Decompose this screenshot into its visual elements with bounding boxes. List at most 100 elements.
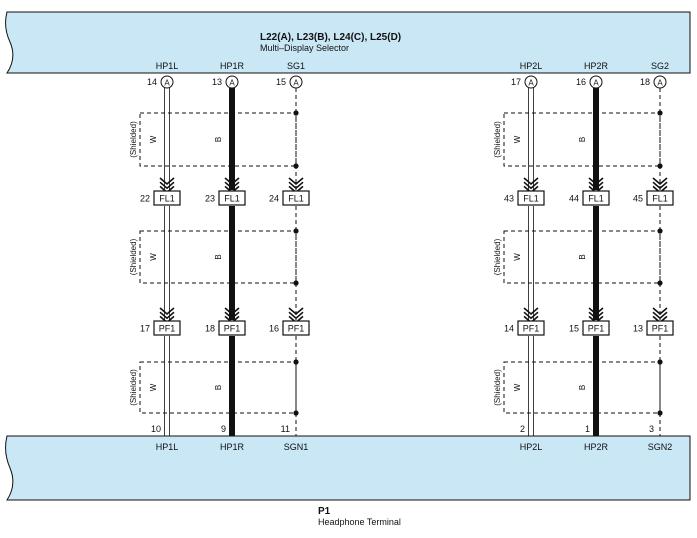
wire-color-label: W xyxy=(513,383,522,391)
bottom-component-box xyxy=(5,435,691,501)
splice-dot xyxy=(657,163,663,169)
bottom-terminal-name: HP1L xyxy=(156,442,179,452)
connector-box xyxy=(582,320,610,336)
bottom-pin-number: 10 xyxy=(151,424,161,434)
pf-connector-label: PF1 xyxy=(224,324,241,334)
chevron-icon xyxy=(288,181,304,190)
chevron-icon xyxy=(159,181,175,190)
shield-box xyxy=(503,361,661,414)
top-terminal-name: HP1L xyxy=(156,61,179,71)
top-component-box xyxy=(5,11,691,74)
pf-pin-number: 15 xyxy=(569,324,579,334)
chevron-icon xyxy=(288,177,304,186)
pf-pin-number: 17 xyxy=(140,324,150,334)
splice-dot xyxy=(293,163,299,169)
connector-box xyxy=(218,320,246,336)
wire-color-label: B xyxy=(578,254,587,259)
chevron-icon xyxy=(523,177,539,186)
connector-box xyxy=(582,190,610,206)
bottom-terminal-name: HP2R xyxy=(584,442,609,452)
chevron-icon xyxy=(288,307,304,316)
wire-color-label: B xyxy=(214,254,223,259)
connector-box xyxy=(646,320,674,336)
top-pin-number: 16 xyxy=(576,77,586,87)
chevron-icon xyxy=(588,307,604,316)
top-terminal-name: HP2R xyxy=(584,61,609,71)
pf-connector-label: PF1 xyxy=(652,324,669,334)
wire-color-label: W xyxy=(513,135,522,143)
splice-dot xyxy=(657,280,663,286)
bottom-terminal-name: HP1R xyxy=(220,442,245,452)
fl-pin-number: 44 xyxy=(569,194,579,204)
top-component-name: Multi–Display Selector xyxy=(260,43,349,53)
top-terminal-name: HP2L xyxy=(520,61,543,71)
fl-connector-label: FL1 xyxy=(224,194,240,204)
chevron-icon xyxy=(588,181,604,190)
pf-pin-number: 18 xyxy=(205,324,215,334)
wire-color-label: W xyxy=(149,253,158,261)
top-pin-number: 14 xyxy=(147,77,157,87)
pf-connector-label: PF1 xyxy=(288,324,305,334)
splice-dot xyxy=(657,410,663,416)
fl-pin-number: 22 xyxy=(140,194,150,204)
splice-dot xyxy=(657,359,663,365)
connector-box xyxy=(282,190,310,206)
wire-color-label: W xyxy=(513,253,522,261)
chevron-icon xyxy=(652,177,668,186)
pf-pin-number: 14 xyxy=(504,324,514,334)
chevron-icon xyxy=(523,181,539,190)
splice-dot xyxy=(293,280,299,286)
connector-box xyxy=(517,190,545,206)
splice-dot xyxy=(293,110,299,116)
pf-connector-label: PF1 xyxy=(159,324,176,334)
connector-label: A xyxy=(229,79,235,88)
bottom-pin-number: 1 xyxy=(585,424,590,434)
top-terminal-name: SG2 xyxy=(651,61,669,71)
bottom-terminal-name: SGN2 xyxy=(648,442,673,452)
chevron-icon xyxy=(224,307,240,316)
top-pin-number: 15 xyxy=(276,77,286,87)
chevron-icon xyxy=(224,311,240,320)
connector-circle xyxy=(160,75,174,89)
shield-label: (Shielded) xyxy=(129,369,138,406)
connector-label: A xyxy=(657,79,663,88)
bottom-component-code: P1 xyxy=(318,506,331,517)
connector-box xyxy=(218,190,246,206)
fl-pin-number: 23 xyxy=(205,194,215,204)
pf-pin-number: 16 xyxy=(269,324,279,334)
wire-color-label: W xyxy=(149,383,158,391)
splice-dot xyxy=(657,110,663,116)
shield-label: (Shielded) xyxy=(129,238,138,275)
fl-connector-label: FL1 xyxy=(588,194,604,204)
connector-box xyxy=(517,320,545,336)
chevron-icon xyxy=(159,311,175,320)
splice-dot xyxy=(293,228,299,234)
wire-color-label: B xyxy=(214,385,223,390)
shield-label: (Shielded) xyxy=(129,121,138,158)
shield-label: (Shielded) xyxy=(493,369,502,406)
chevron-icon xyxy=(652,311,668,320)
wire-color-label: W xyxy=(149,135,158,143)
connector-label: A xyxy=(164,79,170,88)
shield-box xyxy=(139,361,297,414)
connector-box xyxy=(646,190,674,206)
chevron-icon xyxy=(588,311,604,320)
wire-color-label: B xyxy=(214,137,223,142)
chevron-icon xyxy=(224,177,240,186)
bottom-terminal-name: HP2L xyxy=(520,442,543,452)
top-pin-number: 13 xyxy=(212,77,222,87)
fl-pin-number: 24 xyxy=(269,194,279,204)
chevron-icon xyxy=(224,181,240,190)
connector-label: A xyxy=(593,79,599,88)
chevron-icon xyxy=(652,181,668,190)
shield-label: (Shielded) xyxy=(493,238,502,275)
chevron-icon xyxy=(159,307,175,316)
connector-box xyxy=(153,320,181,336)
fl-connector-label: FL1 xyxy=(159,194,175,204)
fl-pin-number: 45 xyxy=(633,194,643,204)
connector-box xyxy=(282,320,310,336)
connector-label: A xyxy=(293,79,299,88)
fl-connector-label: FL1 xyxy=(652,194,668,204)
fl-connector-label: FL1 xyxy=(288,194,304,204)
bottom-pin-number: 11 xyxy=(281,424,290,434)
